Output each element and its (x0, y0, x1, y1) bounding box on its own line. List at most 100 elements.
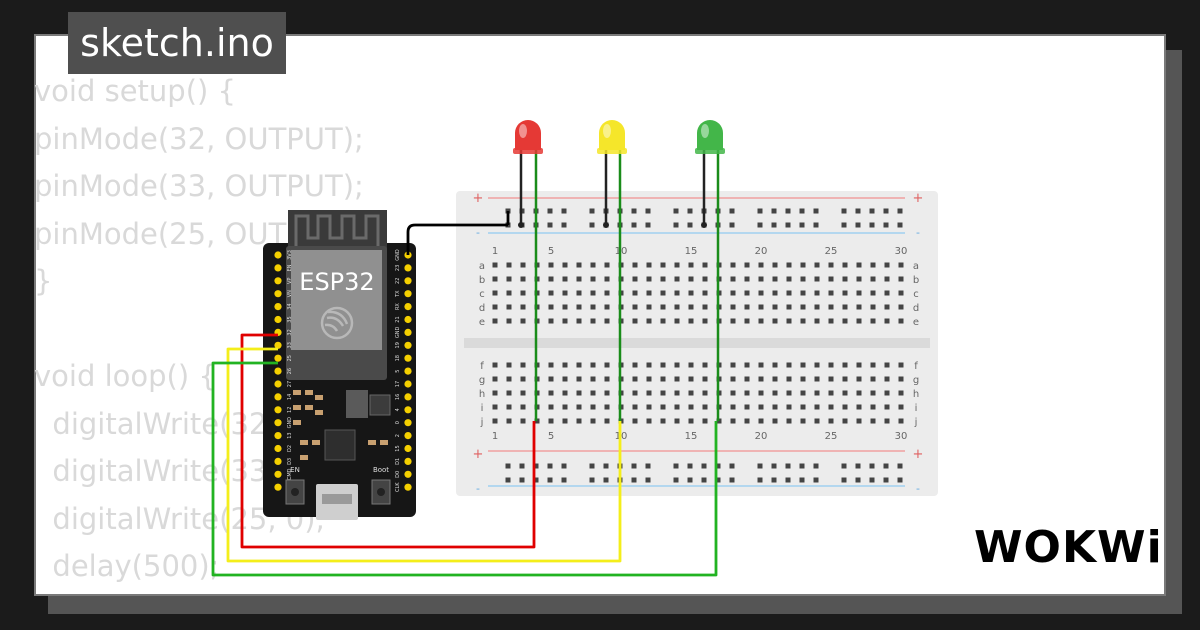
breadboard-hole (590, 262, 596, 268)
breadboard-hole (786, 390, 792, 396)
row-letter: d (913, 303, 919, 314)
rail-hole (645, 208, 651, 214)
rail-hole (687, 477, 693, 483)
rail-hole (547, 477, 553, 483)
breadboard-hole (730, 362, 736, 368)
rail-hole (785, 222, 791, 228)
pin-label: 12 (287, 407, 293, 413)
rail-hole (757, 477, 763, 483)
breadboard-hole (870, 362, 876, 368)
rail-hole (547, 463, 553, 469)
pin-label: 3V3 (287, 250, 293, 260)
rail-plus-label: + (913, 447, 924, 462)
row-letter: f (480, 361, 484, 372)
breadboard-hole (702, 318, 708, 324)
breadboard-hole (646, 404, 652, 410)
breadboard-hole (506, 376, 512, 382)
breadboard-hole (702, 404, 708, 410)
rail-hole (631, 463, 637, 469)
pin-label: TX (395, 290, 401, 298)
leds (513, 120, 725, 421)
breadboard-hole (828, 376, 834, 382)
rail-hole (869, 208, 875, 214)
breadboard-hole (898, 290, 904, 296)
pin-pad (404, 354, 412, 362)
breadboard-hole (660, 276, 666, 282)
rail-plus-label: + (473, 191, 484, 206)
row-letter: i (481, 403, 484, 414)
code-line: } (34, 264, 53, 298)
led-highlight (519, 124, 527, 138)
breadboard-hole (786, 318, 792, 324)
breadboard-hole (786, 418, 792, 424)
breadboard-hole (702, 290, 708, 296)
wires (211, 211, 718, 577)
breadboard-hole (492, 404, 498, 410)
breadboard-hole (548, 290, 554, 296)
breadboard-hole (590, 418, 596, 424)
breadboard-hole (744, 404, 750, 410)
breadboard-hole (842, 362, 848, 368)
breadboard-hole (506, 290, 512, 296)
breadboard-hole (702, 276, 708, 282)
usb-port-inner (322, 494, 352, 504)
breadboard-hole (632, 404, 638, 410)
breadboard-hole (688, 318, 694, 324)
rail-minus-label: - (476, 482, 480, 495)
breadboard-hole (898, 418, 904, 424)
pin-label: 0 (395, 421, 401, 424)
breadboard-hole (674, 376, 680, 382)
breadboard-hole (814, 376, 820, 382)
breadboard-hole (758, 276, 764, 282)
breadboard-hole (786, 276, 792, 282)
breadboard-hole (632, 276, 638, 282)
breadboard-hole (520, 418, 526, 424)
breadboard-hole (772, 262, 778, 268)
rail-hole (799, 463, 805, 469)
breadboard-hole (548, 362, 554, 368)
rail-hole (589, 208, 595, 214)
green-led (695, 120, 725, 421)
boot-label: Boot (373, 466, 389, 474)
column-number: 5 (548, 246, 554, 257)
esp32-board[interactable]: ESP323V3ENVPVN343532332526271412GND13D2D… (263, 210, 416, 520)
rail-hole (631, 222, 637, 228)
rail-hole (729, 463, 735, 469)
breadboard-hole (814, 362, 820, 368)
breadboard-hole (884, 262, 890, 268)
breadboard-hole (520, 262, 526, 268)
breadboard-hole (814, 276, 820, 282)
breadboard-hole (884, 318, 890, 324)
breadboard-hole (562, 262, 568, 268)
pin-pad (404, 290, 412, 298)
pin-label: 35 (287, 316, 293, 322)
rail-hole (715, 463, 721, 469)
pin-pad (274, 470, 282, 478)
rail-hole (855, 222, 861, 228)
breadboard-hole (800, 362, 806, 368)
pin-pad (404, 277, 412, 285)
pin-label: CMD (287, 468, 293, 480)
column-number: 25 (825, 246, 838, 257)
column-number: 15 (685, 246, 698, 257)
rail-plus-label: + (913, 191, 924, 206)
led-cathode-end (518, 222, 524, 228)
breadboard-hole (604, 362, 610, 368)
breadboard-hole (674, 318, 680, 324)
breadboard-hole (814, 404, 820, 410)
breadboard-hole (744, 262, 750, 268)
wokwi-logo: WOKWi (974, 522, 1163, 573)
breadboard-hole (786, 290, 792, 296)
breadboard-hole (786, 404, 792, 410)
breadboard-hole (660, 404, 666, 410)
breadboard-hole (548, 404, 554, 410)
led-highlight (701, 124, 709, 138)
en-label: EN (290, 466, 300, 474)
breadboard-hole (646, 418, 652, 424)
file-title-tab[interactable]: sketch.ino (68, 12, 286, 74)
breadboard-hole (492, 276, 498, 282)
breadboard-hole (674, 418, 680, 424)
pin-pad (274, 457, 282, 465)
led-cathode-end (701, 222, 707, 228)
breadboard-hole (814, 418, 820, 424)
